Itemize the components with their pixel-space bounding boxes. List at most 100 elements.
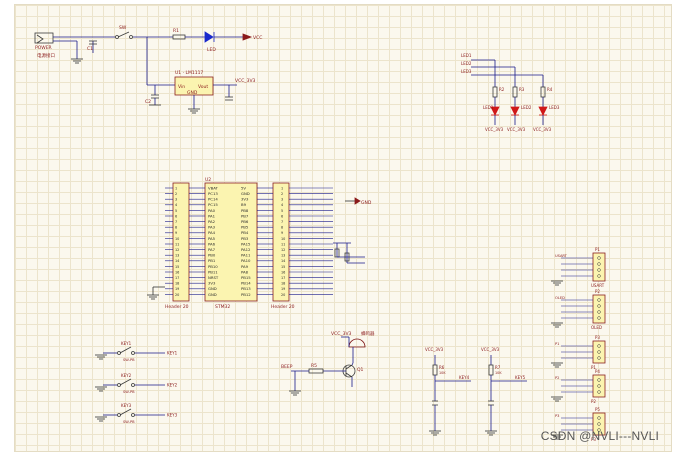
mcu-left-header-pin: 2	[175, 192, 177, 196]
mcu-right-header-pin: 8	[281, 226, 283, 230]
connector-pin	[597, 274, 601, 278]
mcu-right-header-label: Header 20	[271, 304, 295, 310]
mcu-left-header-pin: 18	[175, 282, 179, 286]
buzzer-supply: VCC_3V3	[331, 331, 352, 337]
mcu-right-header-pin: 9	[281, 231, 283, 235]
power-cap-label: C1	[87, 46, 93, 52]
connector-name: USART	[591, 283, 605, 288]
mcu-right-header-pin: 5	[281, 209, 283, 213]
mcu-right-header-pin: 3	[281, 198, 283, 202]
switch-contact	[131, 383, 135, 387]
sensor-res-value: 10K	[495, 371, 502, 375]
sensor-resistor	[488, 364, 494, 376]
watermark: CSDN @NVLI---NVLI	[540, 429, 659, 443]
connector-pin	[597, 256, 601, 260]
mcu-right-header-pin: 1	[281, 186, 283, 190]
led-net-2: LED2	[461, 61, 472, 66]
power-out-net: VCC	[253, 35, 262, 41]
mcu-left-header-pin: 15	[175, 265, 179, 269]
connector-pin	[597, 422, 601, 426]
connector-body	[592, 340, 606, 364]
mcu-right-header-pin: 13	[281, 254, 285, 258]
sensor-supply: VCC_3V3	[425, 347, 444, 352]
mcu-right-header-pin: 14	[281, 259, 285, 263]
mcu-left-header-pin: 4	[175, 203, 177, 207]
sensor-res-label: R7	[495, 365, 501, 370]
connector-ref: P2	[595, 289, 600, 294]
sensor-res-value: 10K	[439, 371, 446, 375]
mcu-right-header-pin: 16	[281, 270, 285, 274]
connector-pin	[597, 356, 601, 360]
buzzer-title: 蜂鸣器	[361, 330, 375, 337]
mcu-right-header-pin: 12	[281, 248, 285, 252]
connector-pin	[597, 344, 601, 348]
mcu-body	[204, 182, 258, 302]
switch-net: KEY1	[167, 351, 178, 356]
mcu-left-pin-label: PA6	[208, 241, 216, 246]
power-switch-label: SW	[119, 25, 127, 31]
mcu-part: STM32	[215, 304, 230, 310]
mcu-left-header-pin: 7	[175, 220, 177, 224]
mcu-section: VBAT1PC132PC143PC154PA05PA16PA27PA38PA49…	[147, 177, 372, 310]
mcu-left-pin-label: PA1	[208, 213, 216, 218]
connector-pin	[597, 416, 601, 420]
connector-name: P3	[591, 437, 596, 442]
mcu-right-pin-label: PA15	[241, 241, 251, 246]
sensor-supply: VCC_3V3	[481, 347, 500, 352]
schematic-sheet: POWER 电源接口 SW R1 LED VCC C1 C2 U1 · LM11…	[14, 4, 672, 452]
mcu-right-header	[272, 182, 290, 302]
switch-net: KEY3	[167, 413, 178, 418]
connector-body	[592, 374, 606, 398]
mcu-right-pin-label: PB13	[241, 286, 251, 291]
switch-lever	[119, 408, 132, 416]
switch-label: KEY3	[121, 403, 132, 408]
connector-pin	[597, 268, 601, 272]
mcu-right-pin-label: PB3	[241, 236, 249, 241]
mcu-right-pin-label: PB12	[241, 292, 251, 297]
mcu-right-header-pin: 6	[281, 214, 283, 218]
mcu-left-pin-label: VBAT	[208, 185, 219, 190]
buzzer-section	[289, 336, 366, 396]
connector-pin	[597, 384, 601, 388]
mcu-left-header-pin: 13	[175, 254, 179, 258]
regulator-title: U1 · LM1117	[175, 70, 203, 76]
mcu-left-header-pin: 17	[175, 276, 179, 280]
mcu-left-pin-label: PB11	[208, 269, 218, 274]
connector-ref: P5	[595, 407, 600, 412]
connector-pin	[597, 428, 601, 432]
mcu-right-pin-label: PB7	[241, 213, 249, 218]
mcu-left-pin-label: NRST	[208, 275, 219, 280]
connector-net-label: P2	[555, 376, 559, 380]
mcu-right-pin-label: PB5	[241, 225, 249, 230]
mcu-left-pin-label: PA7	[208, 247, 216, 252]
mcu-right-header-pin: 11	[281, 242, 285, 246]
power-jack-label: POWER	[35, 45, 52, 51]
connector-name: OLED	[591, 325, 602, 330]
connector-pin	[597, 390, 601, 394]
connector-body	[592, 252, 606, 282]
led-supply-3: VCC_3V3	[533, 127, 552, 132]
regulator-vcc-net: VCC_3V3	[235, 78, 256, 84]
mcu-left-pin-label: PB10	[208, 264, 218, 269]
connector-net-label: USART	[555, 254, 568, 258]
mcu-left-header-pin: 11	[175, 242, 179, 246]
connector-pin	[597, 316, 601, 320]
power-labels: POWER 电源接口 SW R1 LED VCC C1 C2 U1 · LM11…	[35, 25, 262, 105]
mcu-right-header-pin: 18	[281, 282, 285, 286]
mcu-right-header-pin: 15	[281, 265, 285, 269]
switch-label: KEY1	[121, 341, 132, 346]
connector-ref: P4	[595, 369, 600, 374]
led-label-2: LED2	[521, 105, 532, 110]
regulator-out-pin: Vout	[198, 84, 208, 90]
connector-ref: P1	[595, 247, 600, 252]
mcu-left-pin-label: PA3	[208, 225, 216, 230]
connector-ref: P3	[595, 335, 600, 340]
mcu-right-pin-label: PB14	[241, 281, 251, 286]
power-r1-label: R1	[173, 28, 179, 34]
mcu-right-header-pin: 10	[281, 237, 285, 241]
buzzer-transistor-label: Q1	[357, 367, 364, 373]
led-res-2: R3	[519, 87, 525, 92]
mcu-left-pin-label: PC13	[208, 191, 218, 196]
